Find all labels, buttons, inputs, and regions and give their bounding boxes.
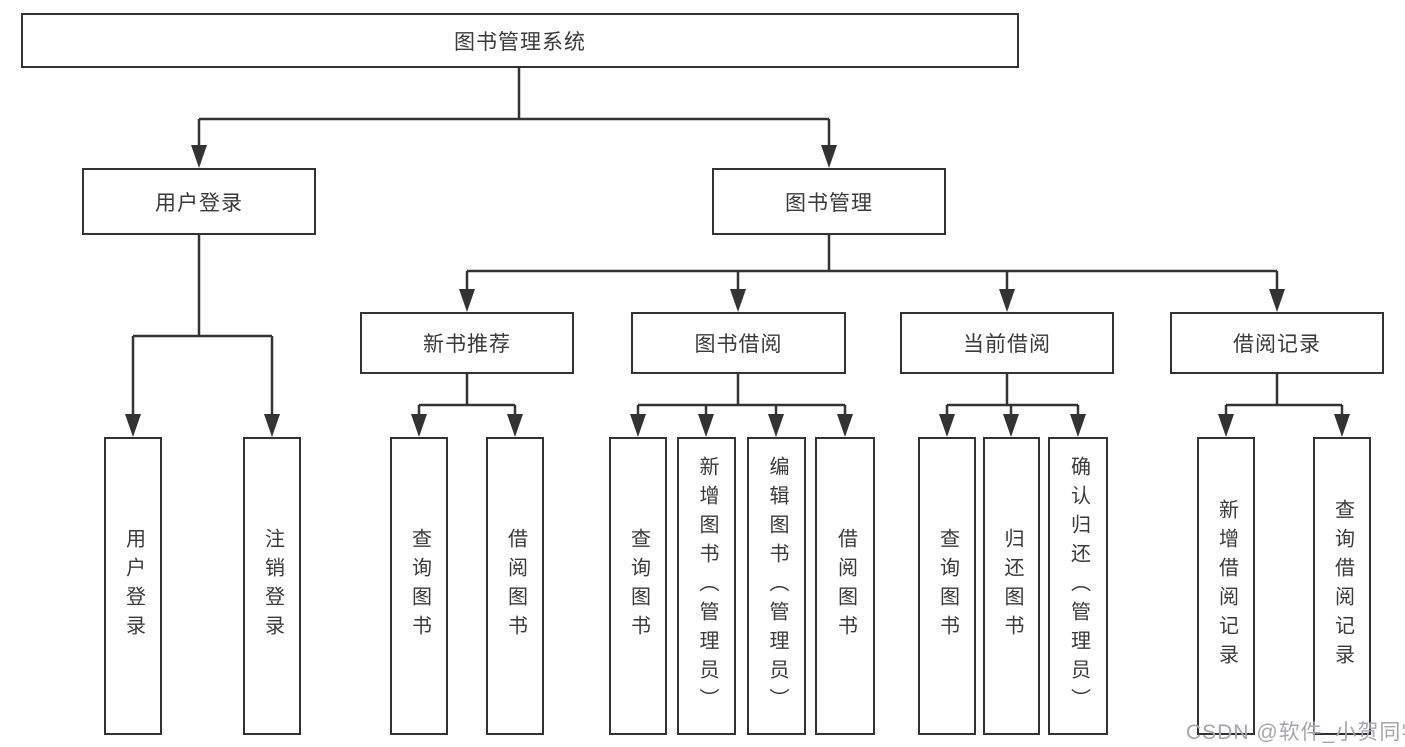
leaf-borrow-books-recommend-label: 借阅图书 xyxy=(504,528,527,644)
leaf-logout-label: 注销登录 xyxy=(261,528,284,644)
node-new-book-recommend-label: 新书推荐 xyxy=(423,333,511,356)
node-book-management: 图书管理 xyxy=(712,168,946,235)
node-current-borrowing-label: 当前借阅 xyxy=(963,333,1051,356)
leaf-query-books-current: 查询图书 xyxy=(918,437,976,735)
leaf-add-book-admin-label: 新增图书（管理员） xyxy=(696,455,718,717)
leaf-query-borrow-record-label: 查询借阅记录 xyxy=(1331,499,1354,673)
leaf-edit-book-admin: 编辑图书（管理员） xyxy=(747,437,806,735)
leaf-query-books-borrowing-label: 查询图书 xyxy=(627,528,650,644)
node-root: 图书管理系统 xyxy=(21,13,1019,68)
node-book-management-label: 图书管理 xyxy=(785,191,873,215)
node-borrowing-records-label: 借阅记录 xyxy=(1233,333,1321,356)
leaf-return-book: 归还图书 xyxy=(983,437,1040,735)
leaf-query-books-borrowing: 查询图书 xyxy=(609,437,667,735)
leaf-borrow-books-borrowing-label: 借阅图书 xyxy=(834,528,857,644)
leaf-query-books-recommend-label: 查询图书 xyxy=(408,528,431,644)
leaf-add-borrow-record-label: 新增借阅记录 xyxy=(1215,499,1238,673)
csdn-watermark: CSDN @软件_小贺同学 xyxy=(1186,721,1405,744)
leaf-query-borrow-record: 查询借阅记录 xyxy=(1313,437,1371,735)
node-book-borrowing: 图书借阅 xyxy=(631,312,846,374)
leaf-add-borrow-record: 新增借阅记录 xyxy=(1197,437,1255,735)
leaf-user-login-label: 用户登录 xyxy=(122,528,145,644)
node-root-label: 图书管理系统 xyxy=(454,30,586,54)
node-book-borrowing-label: 图书借阅 xyxy=(694,333,783,356)
leaf-confirm-return-admin-label: 确认归还（管理员） xyxy=(1067,455,1090,717)
leaf-borrow-books-borrowing: 借阅图书 xyxy=(815,437,875,735)
node-user-login: 用户登录 xyxy=(82,168,316,235)
node-current-borrowing: 当前借阅 xyxy=(900,312,1114,374)
leaf-logout: 注销登录 xyxy=(243,437,301,735)
leaf-add-book-admin: 新增图书（管理员） xyxy=(677,437,736,735)
node-borrowing-records: 借阅记录 xyxy=(1170,312,1384,374)
arrowheads xyxy=(125,145,1350,437)
leaf-user-login: 用户登录 xyxy=(104,437,162,735)
node-new-book-recommend: 新书推荐 xyxy=(360,312,574,374)
leaf-query-books-current-label: 查询图书 xyxy=(936,528,959,644)
leaf-borrow-books-recommend: 借阅图书 xyxy=(486,437,544,735)
leaf-query-books-recommend: 查询图书 xyxy=(390,437,448,735)
leaf-return-book-label: 归还图书 xyxy=(1001,528,1023,644)
leaf-confirm-return-admin: 确认归还（管理员） xyxy=(1048,437,1108,735)
leaf-edit-book-admin-label: 编辑图书（管理员） xyxy=(766,455,788,717)
node-user-login-label: 用户登录 xyxy=(155,191,243,215)
